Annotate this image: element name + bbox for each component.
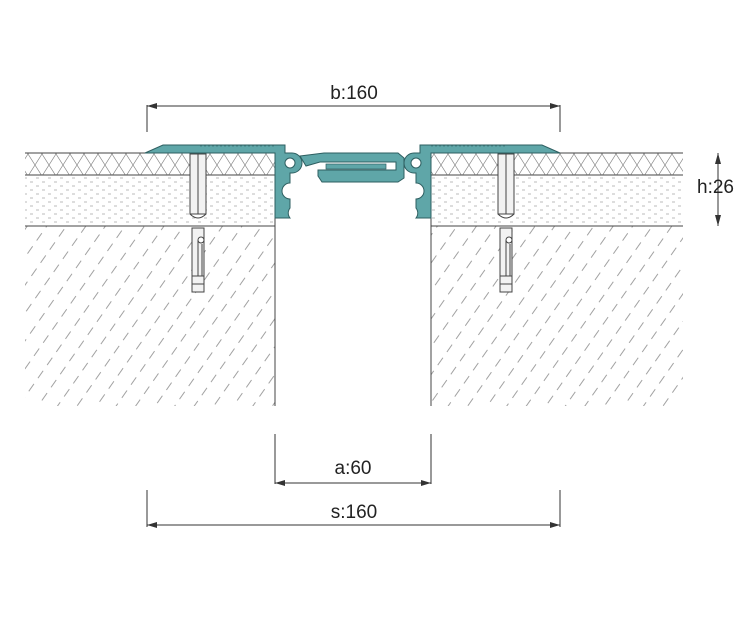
left-screed-layer bbox=[25, 175, 275, 226]
right-substrate bbox=[430, 152, 683, 406]
right-topping-layer bbox=[431, 153, 683, 175]
dimension-s: s:160 bbox=[146, 490, 561, 528]
left-substrate bbox=[25, 152, 276, 406]
right-profile-body bbox=[403, 144, 561, 219]
left-topping-layer bbox=[25, 153, 275, 175]
center-link bbox=[299, 152, 405, 183]
dimension-b: b:160 bbox=[146, 83, 561, 132]
dimension-a: a:60 bbox=[274, 434, 432, 486]
left-profile-body bbox=[144, 144, 303, 219]
dimension-s-label: s:160 bbox=[331, 502, 377, 523]
right-anchor-bolt bbox=[497, 153, 515, 293]
left-profile bbox=[144, 144, 303, 219]
dimension-a-label: a:60 bbox=[335, 458, 372, 479]
dimension-h: h:26 bbox=[697, 153, 734, 226]
right-profile bbox=[403, 144, 561, 219]
right-screed-layer bbox=[431, 175, 683, 226]
left-concrete-slab bbox=[25, 226, 275, 406]
dimension-h-label: h:26 bbox=[697, 177, 734, 198]
dimension-b-label: b:160 bbox=[330, 83, 378, 104]
right-concrete-slab bbox=[431, 226, 683, 406]
left-anchor-bolt bbox=[189, 153, 207, 293]
